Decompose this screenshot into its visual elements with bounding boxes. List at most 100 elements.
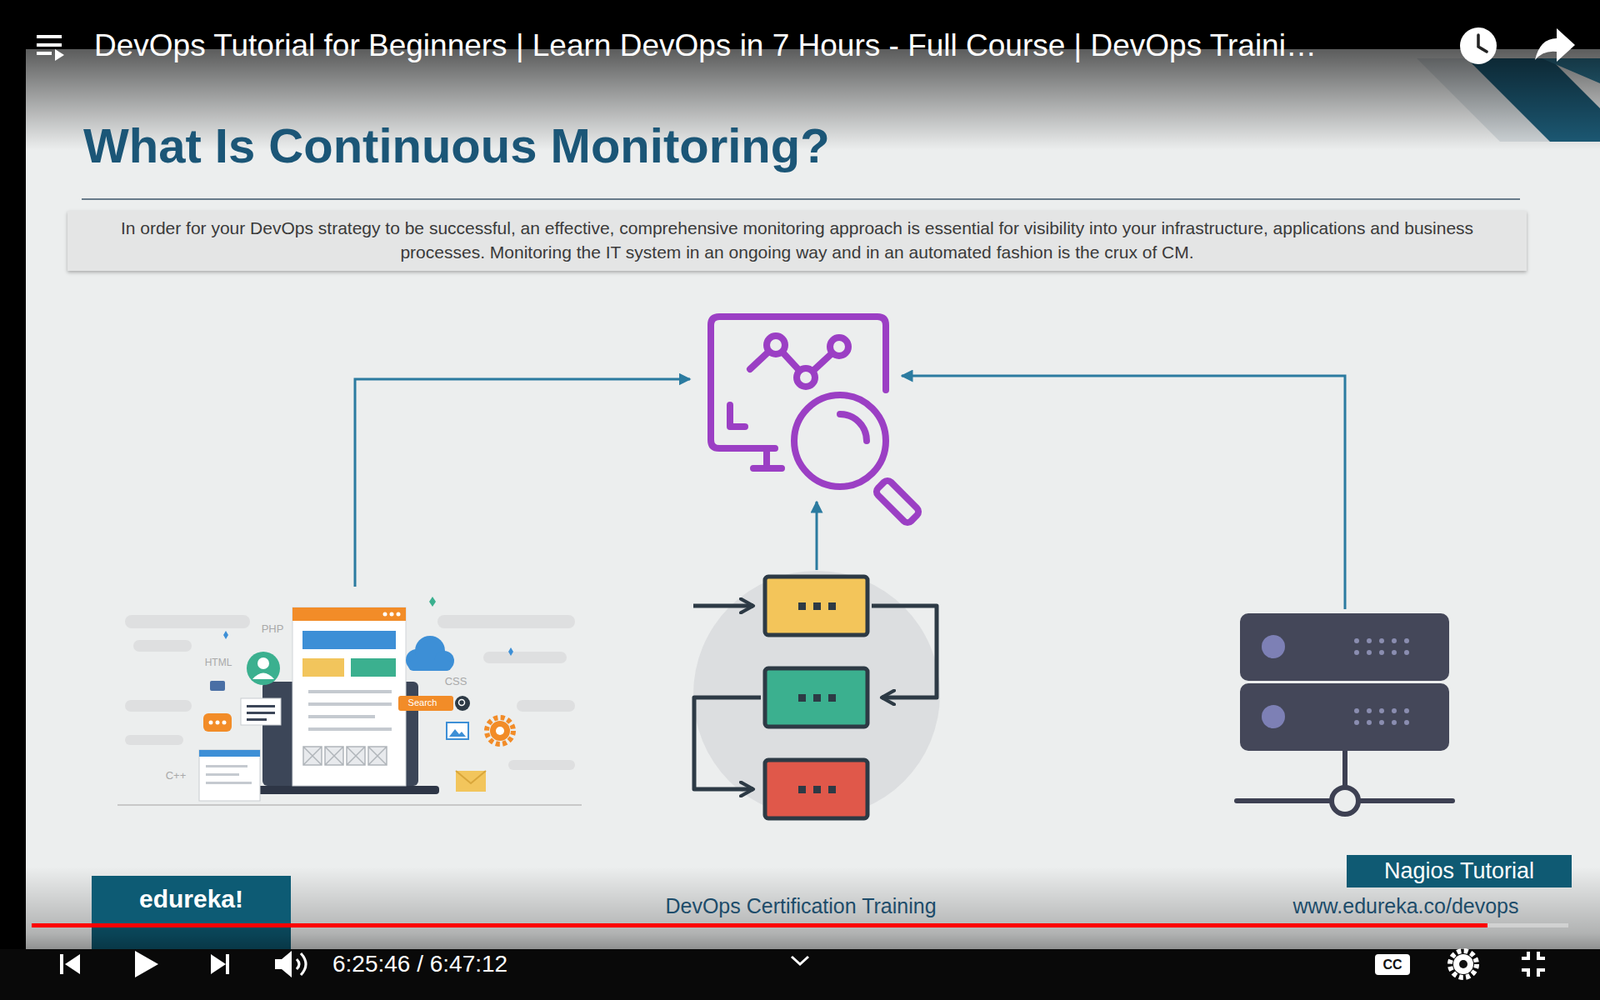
page-block	[302, 658, 345, 677]
text-line	[308, 727, 392, 731]
text-line	[308, 702, 392, 706]
video-title: DevOps Tutorial for Beginners | Learn De…	[94, 27, 1317, 65]
node-text: Nagios Tutorial	[1360, 857, 1559, 885]
vent-dot	[1379, 720, 1385, 725]
step-dot	[798, 785, 806, 794]
process-step	[765, 576, 868, 635]
volume-button	[275, 950, 292, 978]
server-unit	[1240, 613, 1450, 681]
gear-teeth	[486, 717, 514, 745]
blob	[516, 700, 575, 712]
blob	[125, 700, 192, 712]
image-placeholders	[303, 746, 387, 765]
chart-point	[830, 337, 849, 356]
footer-text: DevOps Certification Training	[665, 893, 936, 919]
step-dot	[828, 694, 836, 702]
chat-bubble	[203, 713, 232, 732]
gear-hole	[495, 726, 505, 735]
chart-point	[796, 368, 815, 387]
play-button	[135, 950, 159, 978]
network-line	[1358, 798, 1453, 804]
page-lines	[308, 690, 392, 731]
envelope-icon	[455, 770, 486, 792]
code-window-bar	[199, 750, 260, 757]
flow-arrow	[901, 375, 1345, 610]
code-line	[205, 765, 248, 768]
step-dot	[813, 785, 821, 794]
search-button	[455, 695, 470, 711]
placeholder	[368, 746, 387, 765]
network-stem	[1342, 750, 1348, 788]
process-backdrop	[693, 570, 940, 818]
vent-dot	[1391, 708, 1397, 714]
text-line	[308, 690, 392, 694]
exit-fullscreen-button	[1521, 951, 1545, 977]
description-band: In order for your DevOps strategy to be …	[67, 210, 1527, 271]
vent-dot	[1354, 650, 1360, 655]
web-app-illustration	[117, 596, 582, 805]
settings-hole	[1459, 960, 1468, 969]
placeholder	[346, 746, 365, 765]
vent-dot	[1404, 708, 1410, 714]
ground-line	[117, 804, 582, 806]
search-glass	[459, 700, 465, 706]
flow-arrow	[355, 379, 690, 587]
vent-dot	[1354, 708, 1360, 714]
page-header	[292, 607, 406, 621]
blob	[125, 735, 184, 745]
cloud-part	[408, 660, 452, 671]
camera-icon	[210, 680, 225, 691]
player-top-icons	[36, 27, 1575, 65]
search-bar	[398, 695, 454, 711]
search-text: Search	[408, 697, 438, 709]
vent-dot	[1366, 638, 1372, 644]
captions-text: CC	[1382, 956, 1402, 973]
player-controls	[60, 950, 1545, 978]
gear-icon	[490, 720, 510, 741]
code-tag: HTML	[205, 656, 233, 669]
playlist-icon	[55, 49, 65, 61]
step-arrows	[693, 605, 937, 790]
sparkle	[429, 596, 436, 607]
network-node	[1331, 787, 1359, 815]
background-blobs	[125, 615, 575, 770]
time-display: 6:25:46 / 6:47:12	[332, 950, 508, 979]
placeholder	[303, 746, 322, 765]
step-arrow	[871, 605, 937, 698]
step-dots	[798, 602, 836, 794]
playlist-icon	[36, 35, 62, 39]
vent-dot	[1404, 720, 1410, 725]
watch-later-icon	[1460, 27, 1497, 65]
vent-dot	[1379, 650, 1385, 655]
placeholder	[325, 746, 344, 765]
blob	[508, 760, 575, 770]
footer-url: www.edureka.co/devops	[1293, 893, 1520, 919]
chart-point	[766, 335, 785, 355]
user-head	[257, 657, 270, 670]
logo-panel: edureka!	[91, 875, 291, 924]
magnifier-handle	[874, 478, 920, 525]
blob	[483, 651, 567, 664]
form-line	[246, 718, 267, 721]
slide-background	[25, 49, 1600, 950]
monitoring-icon	[710, 316, 921, 525]
vent-dot	[1404, 650, 1410, 655]
user-icon	[246, 651, 280, 685]
sparkle	[223, 630, 229, 640]
chat-dot	[222, 720, 227, 725]
server-light	[1261, 635, 1285, 659]
form-line	[246, 711, 275, 715]
blob	[437, 615, 575, 629]
vent-dot	[1354, 720, 1360, 725]
monitor-stand	[753, 450, 782, 469]
slide-title: What Is Continuous Monitoring?	[83, 116, 830, 175]
envelope-flap	[455, 770, 486, 784]
previous-button	[60, 954, 64, 975]
magnifier-lens	[794, 395, 886, 487]
code-line	[205, 773, 240, 776]
code-window	[199, 750, 260, 801]
form-card	[240, 698, 281, 725]
cloud-icon	[405, 635, 455, 671]
